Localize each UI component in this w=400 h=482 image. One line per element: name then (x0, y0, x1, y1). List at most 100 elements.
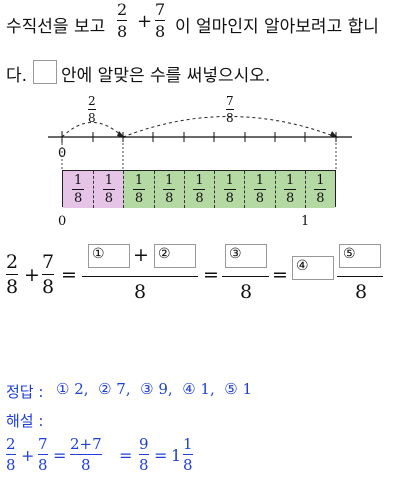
blank-3-label: ③ (229, 246, 242, 262)
question-fraction-2-8: 2 8 (117, 0, 128, 41)
numerator: 1 (183, 435, 193, 453)
numerator: 2 (117, 0, 128, 19)
numerator: 7 (226, 94, 234, 108)
blank-4-label: ④ (296, 258, 309, 274)
blank-1-input[interactable]: ① (88, 244, 130, 268)
equals-sign: = (203, 264, 219, 286)
equals-sign: = (154, 446, 168, 465)
equals-sign: = (119, 446, 133, 465)
numerator: 1 (286, 173, 295, 188)
denominator: 8 (134, 281, 147, 303)
denominator: 8 (226, 111, 234, 125)
denominator: 8 (81, 456, 91, 474)
numerator: 1 (255, 173, 265, 188)
equation-fraction-2-8: 2 8 (6, 251, 19, 298)
blank-1-label: ① (92, 246, 105, 262)
plus-sign: + (133, 244, 149, 266)
fraction-bar (337, 276, 383, 277)
answer-box-sample (33, 60, 57, 84)
explanation-label: 해설 : (6, 412, 44, 430)
explanation-fraction-7-8: 7 8 (38, 435, 48, 474)
fraction-bar (222, 276, 269, 277)
numerator: 7 (155, 0, 166, 19)
explanation-fraction-1-8: 1 8 (183, 435, 193, 474)
denominator: 8 (165, 191, 174, 206)
numerator: 2 (88, 94, 96, 108)
plus-sign: + (137, 11, 153, 32)
numerator: 9 (139, 435, 149, 453)
numberline-zero-label: 0 (58, 146, 67, 161)
denominator: 8 (183, 456, 193, 474)
question-text-2: 이 얼마인지 알아보려고 합니 (175, 17, 379, 37)
denominator: 8 (6, 276, 19, 298)
denominator: 8 (225, 191, 234, 206)
denominator: 8 (355, 281, 368, 303)
denominator: 8 (6, 456, 16, 474)
mixed-whole-number: 1 (171, 446, 182, 465)
bar-zero-label: 0 (58, 214, 67, 229)
explanation-fraction-2plus7-8: 2+7 8 (70, 435, 102, 474)
denominator: 8 (155, 22, 166, 41)
equals-sign: = (53, 446, 67, 465)
arc-label-7-8: 7 8 (226, 94, 234, 125)
blank-2-label: ② (158, 246, 171, 262)
numerator: 1 (195, 173, 204, 188)
denominator: 8 (286, 191, 295, 206)
denominator: 8 (195, 191, 204, 206)
numerator: 1 (316, 173, 325, 188)
numerator: 7 (38, 435, 48, 453)
numerator: 7 (42, 251, 55, 273)
blank-2-input[interactable]: ② (154, 244, 196, 268)
fraction-bar (82, 276, 198, 277)
numerator: 1 (134, 173, 144, 188)
question-text-3: 다. (6, 66, 28, 86)
numerator: 1 (225, 173, 234, 188)
denominator: 8 (42, 276, 55, 298)
plus-sign: + (21, 446, 35, 465)
denominator: 8 (240, 281, 253, 303)
answer-text: ① 2, ② 7, ③ 9, ④ 1, ⑤ 1 (56, 380, 253, 398)
numerator: 2 (6, 251, 19, 273)
denominator: 8 (104, 191, 113, 206)
numerator: 2+7 (70, 435, 102, 453)
numerator: 2 (6, 435, 16, 453)
equals-sign: = (61, 264, 77, 286)
question-text-1: 수직선을 보고 (6, 17, 106, 37)
denominator: 8 (38, 456, 48, 474)
numerator: 1 (165, 173, 174, 188)
denominator: 8 (73, 191, 83, 206)
denominator: 8 (117, 22, 128, 41)
number-line (48, 116, 352, 170)
numerator: 1 (104, 173, 113, 188)
answer-label: 정답 : (6, 383, 44, 401)
blank-3-input[interactable]: ③ (225, 244, 267, 268)
numerator: 1 (73, 173, 83, 188)
blank-5-input[interactable]: ⑤ (339, 244, 381, 268)
blank-4-input[interactable]: ④ (292, 256, 334, 280)
equals-sign: = (272, 264, 288, 286)
plus-sign: + (24, 264, 40, 286)
denominator: 8 (88, 111, 96, 125)
bar-one-label: 1 (301, 214, 310, 229)
denominator: 8 (134, 191, 144, 206)
blank-5-label: ⑤ (343, 246, 356, 262)
denominator: 8 (316, 191, 325, 206)
question-text-4: 안에 알맞은 수를 써넣으시오. (61, 66, 271, 86)
explanation-fraction-9-8: 9 8 (139, 435, 149, 474)
denominator: 8 (255, 191, 265, 206)
explanation-fraction-2-8: 2 8 (6, 435, 16, 474)
question-fraction-7-8: 7 8 (155, 0, 166, 41)
equation-fraction-7-8: 7 8 (42, 251, 55, 298)
denominator: 8 (139, 456, 149, 474)
arc-label-2-8: 2 8 (88, 94, 96, 125)
